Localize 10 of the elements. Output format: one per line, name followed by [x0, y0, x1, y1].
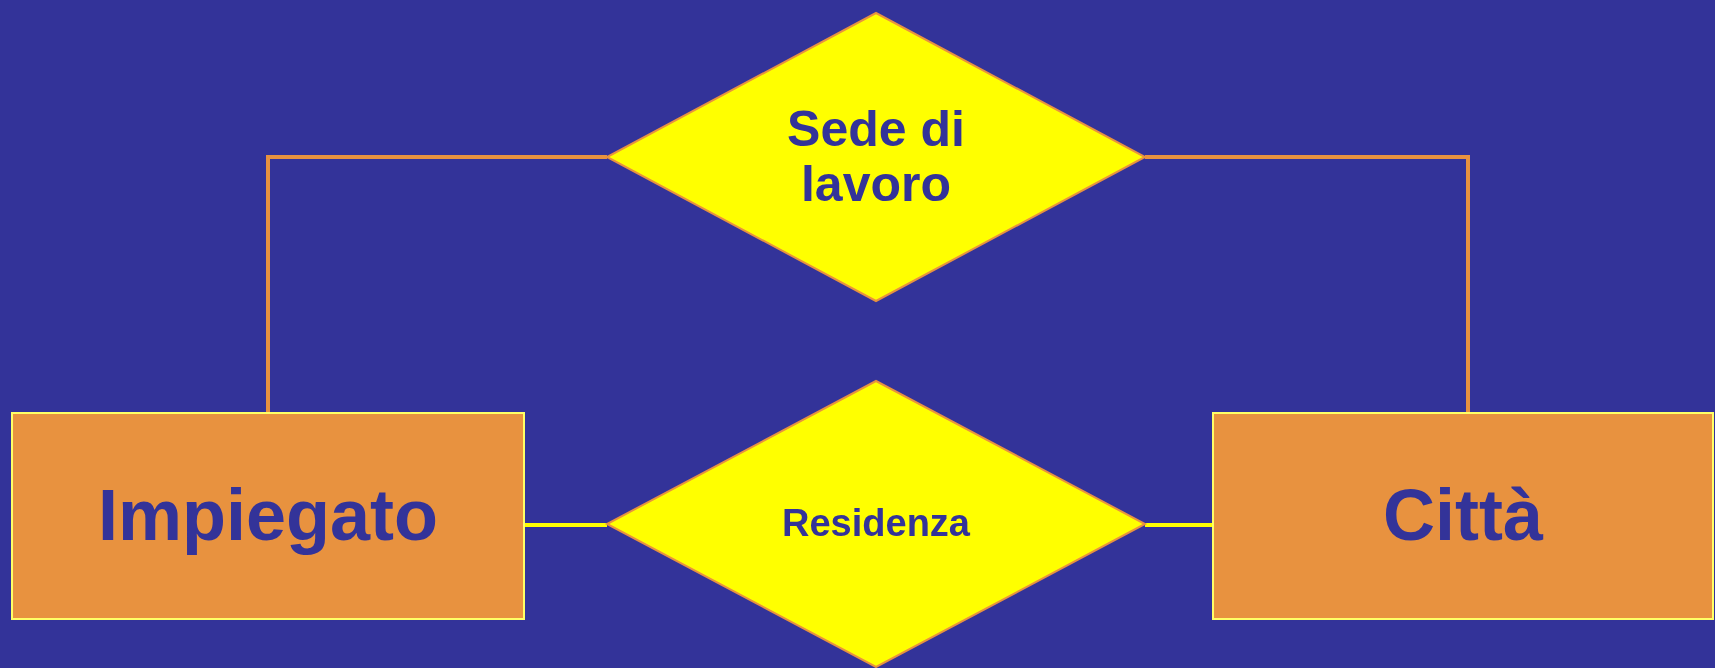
entity-box	[1212, 412, 1714, 620]
connector-line	[266, 155, 607, 412]
entity-name: Impiegato	[98, 476, 438, 556]
relationship-name: Residenza	[782, 503, 970, 545]
connector-line	[525, 523, 607, 527]
entity-box	[11, 412, 525, 620]
relationship-name: Sede di lavoro	[786, 102, 966, 212]
entity-name: Città	[1383, 476, 1543, 556]
connector-line	[1145, 155, 1470, 412]
connector-line	[1145, 523, 1212, 527]
